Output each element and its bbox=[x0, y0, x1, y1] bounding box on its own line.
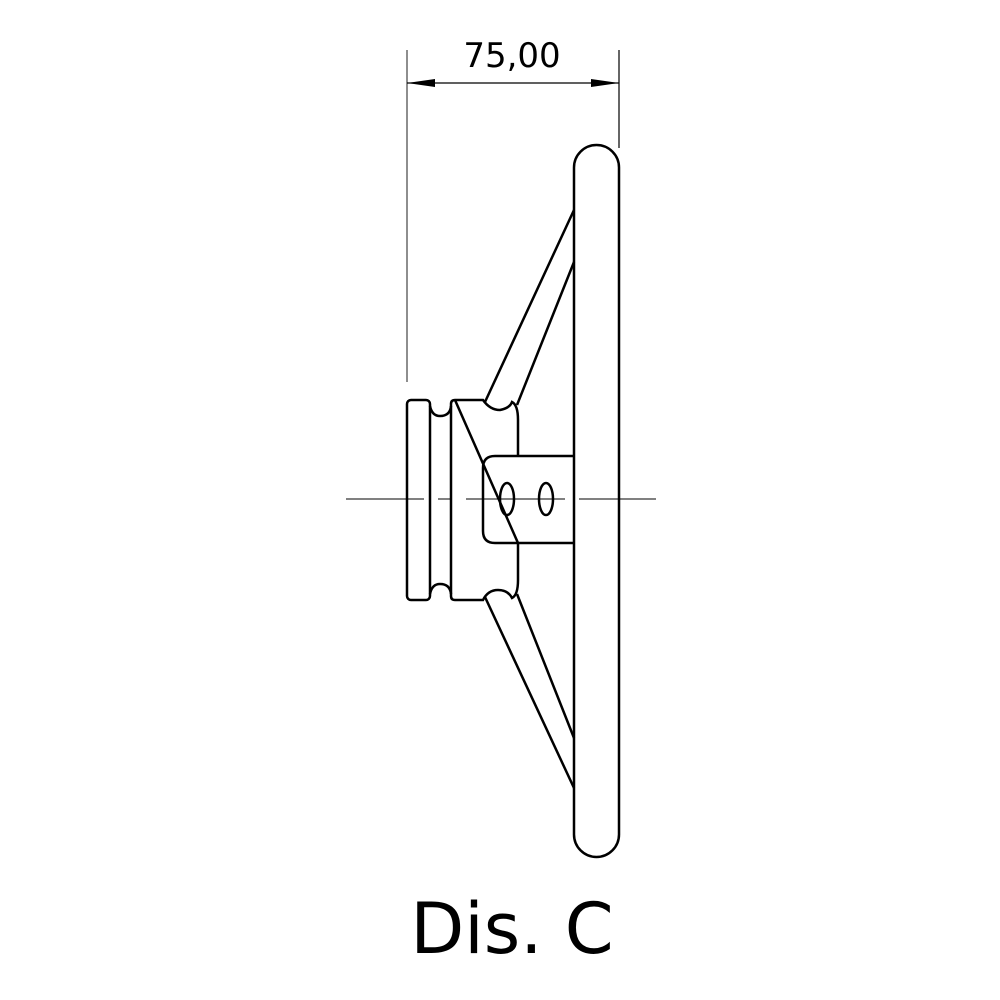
dimension-value: 75,00 bbox=[463, 36, 561, 76]
spoke-upper bbox=[483, 209, 576, 406]
arrow-left-icon bbox=[407, 79, 435, 87]
hub-groove bbox=[428, 405, 453, 595]
hub-body bbox=[449, 398, 520, 602]
spoke-lower bbox=[483, 593, 576, 789]
arrow-right-icon bbox=[591, 79, 619, 87]
wheel-rim bbox=[572, 143, 621, 859]
hub-flange bbox=[405, 398, 432, 602]
view-label: Dis. C bbox=[410, 888, 614, 970]
